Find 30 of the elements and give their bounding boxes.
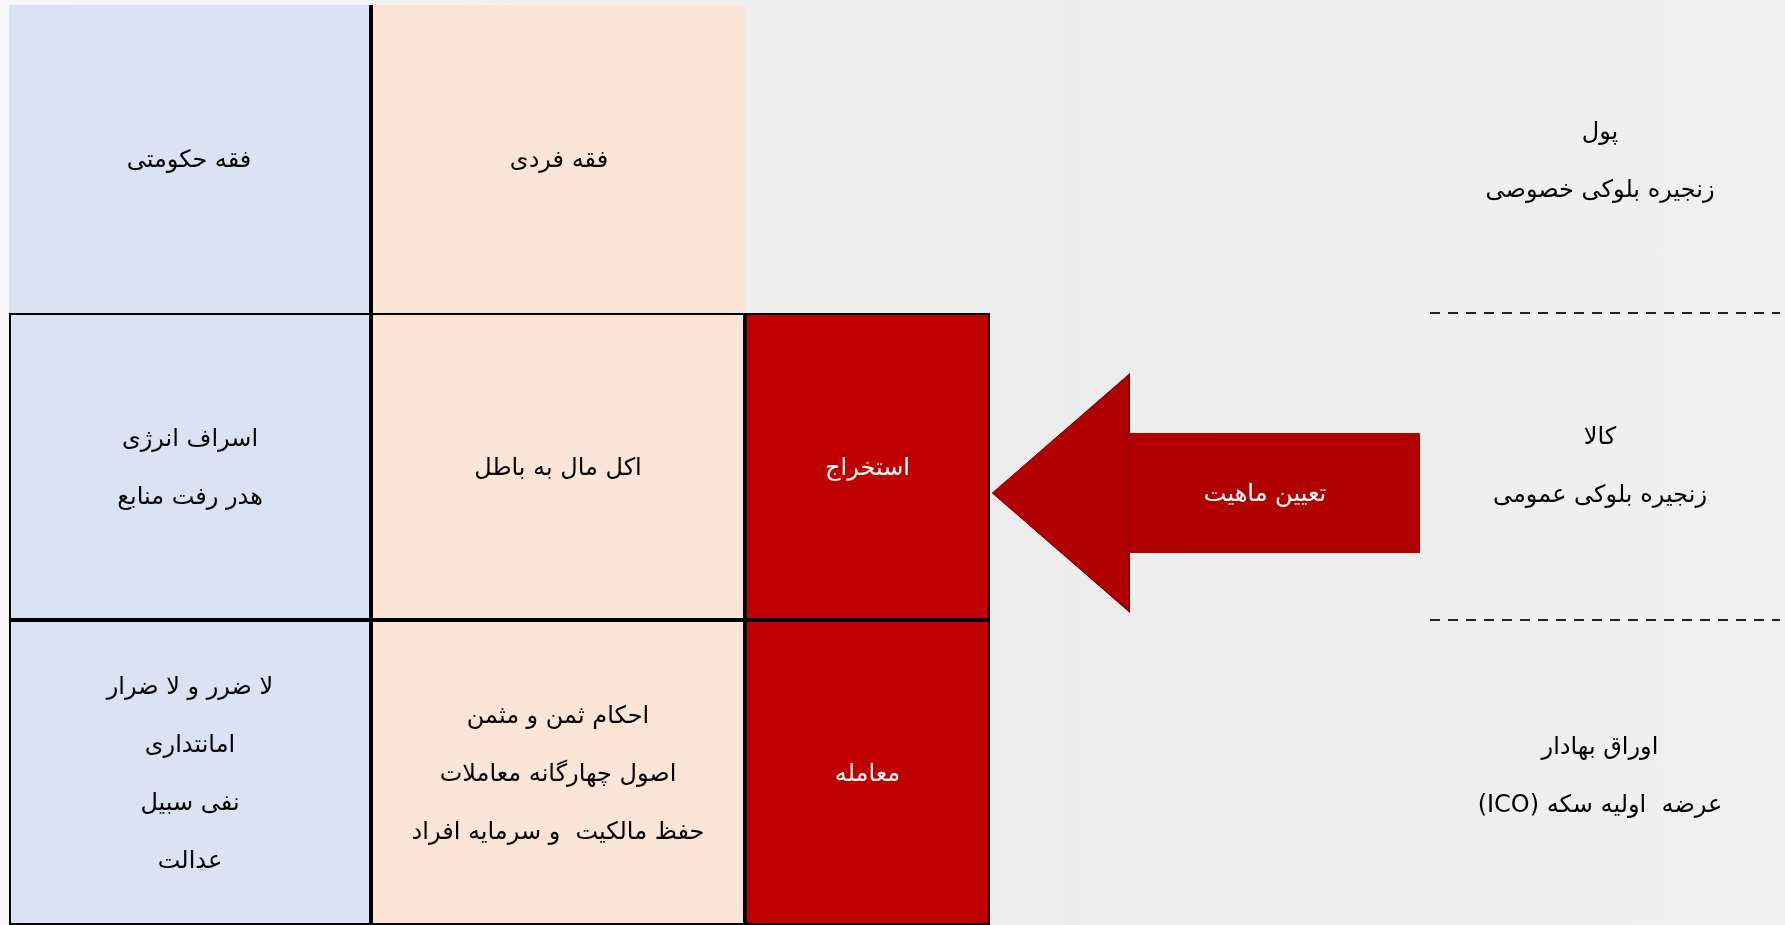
block-arrow — [992, 373, 1420, 613]
cell-text: لا ضرر و لا ضرار — [106, 670, 274, 701]
cell-text: امانتداری — [144, 728, 236, 759]
cell-text: اکل مال به باطل — [474, 451, 642, 482]
cell-heading: معامله — [834, 757, 901, 788]
cell-text: پول — [1581, 116, 1619, 146]
cell-text: کالا — [1583, 421, 1617, 451]
cell-text: فقه حکومتی — [126, 144, 252, 174]
cell-text: عرضه اولیه سکه (ICO) — [1477, 789, 1723, 819]
table-cell — [9, 5, 371, 313]
table-cell — [9, 313, 371, 620]
cell-text: عدالت — [157, 844, 223, 875]
table-cell — [371, 5, 745, 313]
cell-text: اصول چهارگانه معاملات — [439, 757, 677, 788]
cell-heading: استخراج — [825, 451, 910, 482]
cell-text: اسراف انرژی — [121, 422, 259, 453]
table-cell — [9, 620, 371, 925]
edge-label: تعیین ماهیت — [1203, 478, 1327, 509]
cell-text: حفظ مالکیت و سرمایه افراد — [411, 815, 705, 846]
cell-text: نفی سبیل — [140, 786, 240, 817]
cell-text: زنجیره بلوکی عمومی — [1493, 479, 1707, 509]
cell-text: فقه فردی — [509, 144, 609, 174]
table-cell — [745, 620, 990, 925]
cell-text: هدر رفت منابع — [117, 480, 263, 511]
cell-text: زنجیره بلوکی خصوصی — [1485, 174, 1715, 204]
cell-text: اوراق بهادار — [1541, 731, 1659, 761]
table-cell — [371, 313, 745, 620]
table-cell — [371, 620, 745, 925]
cell-text: احکام ثمن و مثمن — [466, 699, 650, 730]
table-cell — [745, 313, 990, 620]
